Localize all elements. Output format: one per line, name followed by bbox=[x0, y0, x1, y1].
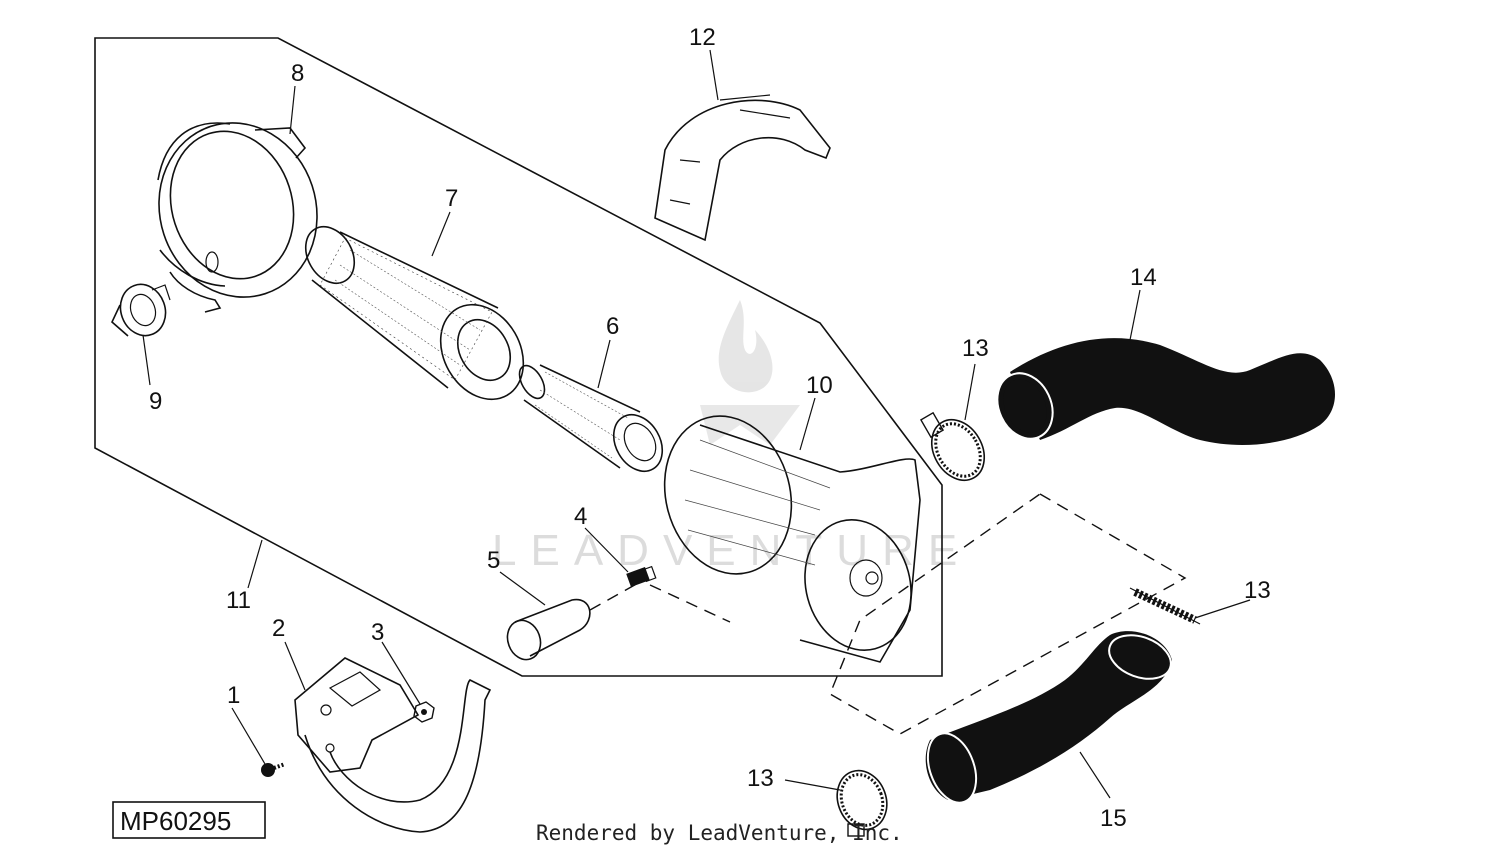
upper-hose-part bbox=[996, 338, 1335, 445]
assembly-outline bbox=[94, 37, 943, 677]
hose-clamp-upper-part bbox=[919, 411, 986, 481]
callout-3: 3 bbox=[371, 619, 384, 646]
nut-part bbox=[413, 701, 435, 723]
bolt-part bbox=[261, 762, 286, 777]
primary-filter-part bbox=[304, 225, 525, 401]
callout-2: 2 bbox=[272, 615, 285, 642]
watermark-text: LEADVENTURE bbox=[492, 526, 971, 575]
fitting-part bbox=[626, 565, 657, 587]
callouts: 1 2 3 4 5 6 7 8 9 10 11 12 13 13 13 14 1… bbox=[149, 24, 1271, 832]
air-cleaner-housing-part bbox=[663, 415, 921, 663]
figure-code: MP60295 bbox=[120, 806, 231, 836]
hose-group-outline bbox=[829, 493, 1187, 735]
callout-7: 7 bbox=[445, 185, 458, 212]
credit-text: Rendered by LeadVenture, Inc. bbox=[536, 821, 903, 845]
callout-12: 12 bbox=[689, 24, 716, 51]
figure-code-box: MP60295 bbox=[112, 801, 266, 839]
lower-hose-part bbox=[925, 631, 1172, 804]
callout-4: 4 bbox=[574, 503, 587, 530]
callout-5: 5 bbox=[487, 547, 500, 574]
callout-10: 10 bbox=[806, 372, 833, 399]
callout-1: 1 bbox=[227, 682, 240, 709]
callout-6: 6 bbox=[606, 313, 619, 340]
valve-part bbox=[111, 283, 171, 337]
watermark: LEADVENTURE bbox=[492, 300, 971, 575]
hose-clamp-strap-part bbox=[1129, 587, 1201, 625]
callout-15: 15 bbox=[1100, 805, 1127, 832]
hose-clamp-lower-part bbox=[836, 769, 888, 837]
callout-11: 11 bbox=[226, 587, 251, 614]
leader-lines bbox=[142, 49, 1251, 799]
callout-14: 14 bbox=[1130, 264, 1157, 291]
callout-13-upper: 13 bbox=[962, 335, 989, 362]
lower-bracket-part bbox=[294, 657, 492, 833]
callout-13-strap: 13 bbox=[1244, 577, 1271, 604]
callout-13-lower: 13 bbox=[747, 765, 774, 792]
secondary-filter-part bbox=[518, 364, 664, 473]
band-clamp-part bbox=[157, 122, 318, 313]
callout-8: 8 bbox=[291, 60, 304, 87]
callout-9: 9 bbox=[149, 388, 162, 415]
evacuator-cap-part bbox=[506, 598, 591, 661]
mounting-bracket-part bbox=[654, 94, 831, 242]
